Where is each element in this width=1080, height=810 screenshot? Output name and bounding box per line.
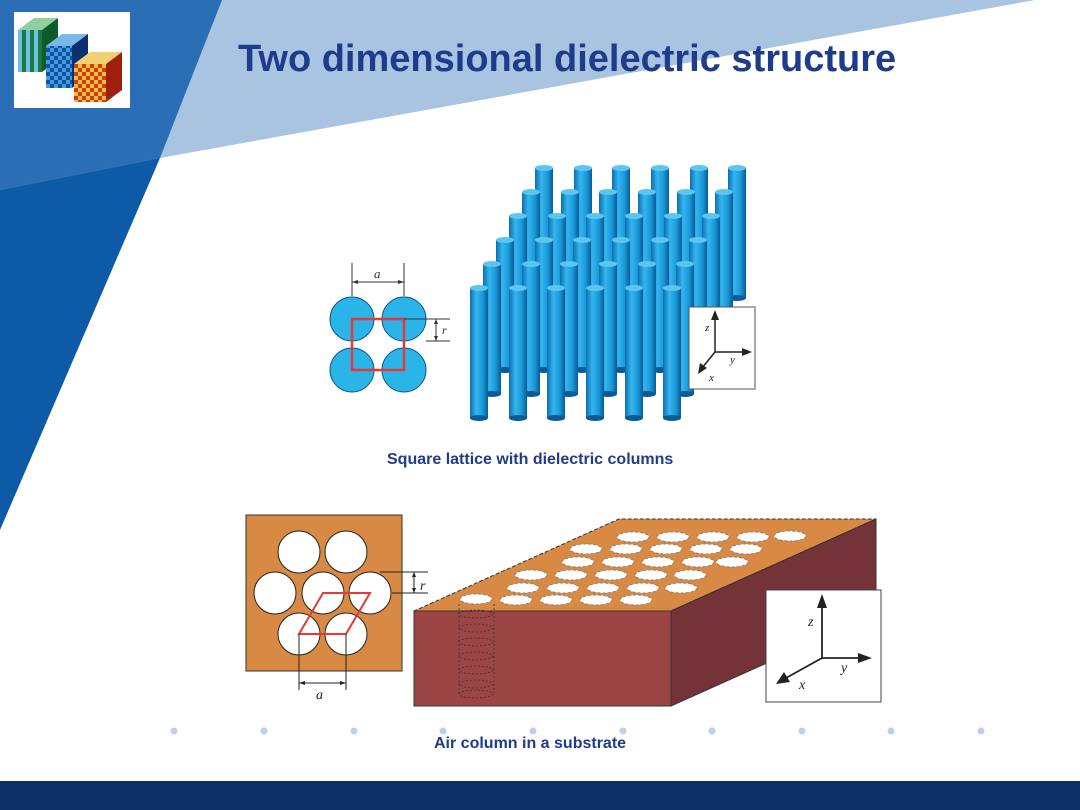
- axis-x-label: x: [798, 678, 806, 693]
- radius-label: r: [442, 323, 447, 337]
- footer-bar: [0, 781, 1080, 810]
- lattice-constant-label: a: [374, 266, 381, 281]
- axis-x-label: x: [708, 372, 714, 384]
- axis-y-label: y: [839, 661, 848, 676]
- lattice-constant-label: a: [316, 688, 323, 703]
- air-column-figure: a r z y: [245, 514, 882, 707]
- radius-label: r: [420, 579, 426, 594]
- axis-z-label: z: [807, 615, 814, 630]
- dot-row: [170, 727, 985, 735]
- unit-cell-cross-section: a r: [329, 263, 450, 393]
- axis-y-label: y: [729, 354, 735, 366]
- hidden-air-column: [458, 604, 495, 699]
- square-lattice-figure: a r z y x: [329, 165, 756, 421]
- dark-blue-wedge: [0, 158, 160, 530]
- axes-indicator: z y x: [765, 589, 882, 703]
- slide-title: Two dimensional dielectric structure: [238, 38, 897, 80]
- air-holes: [459, 530, 807, 606]
- hexagonal-cross-section: a r: [245, 514, 428, 703]
- axis-z-label: z: [704, 322, 710, 334]
- logo: [14, 12, 130, 108]
- light-blue-band: [0, 0, 1035, 190]
- caption-square-lattice: Square lattice with dielectric columns: [387, 451, 674, 468]
- layered-cubes-icon: [18, 18, 122, 102]
- caption-air-column: Air column in a substrate: [434, 735, 627, 752]
- unit-cell-outline: [350, 317, 406, 372]
- axes-indicator: z y x: [688, 306, 756, 390]
